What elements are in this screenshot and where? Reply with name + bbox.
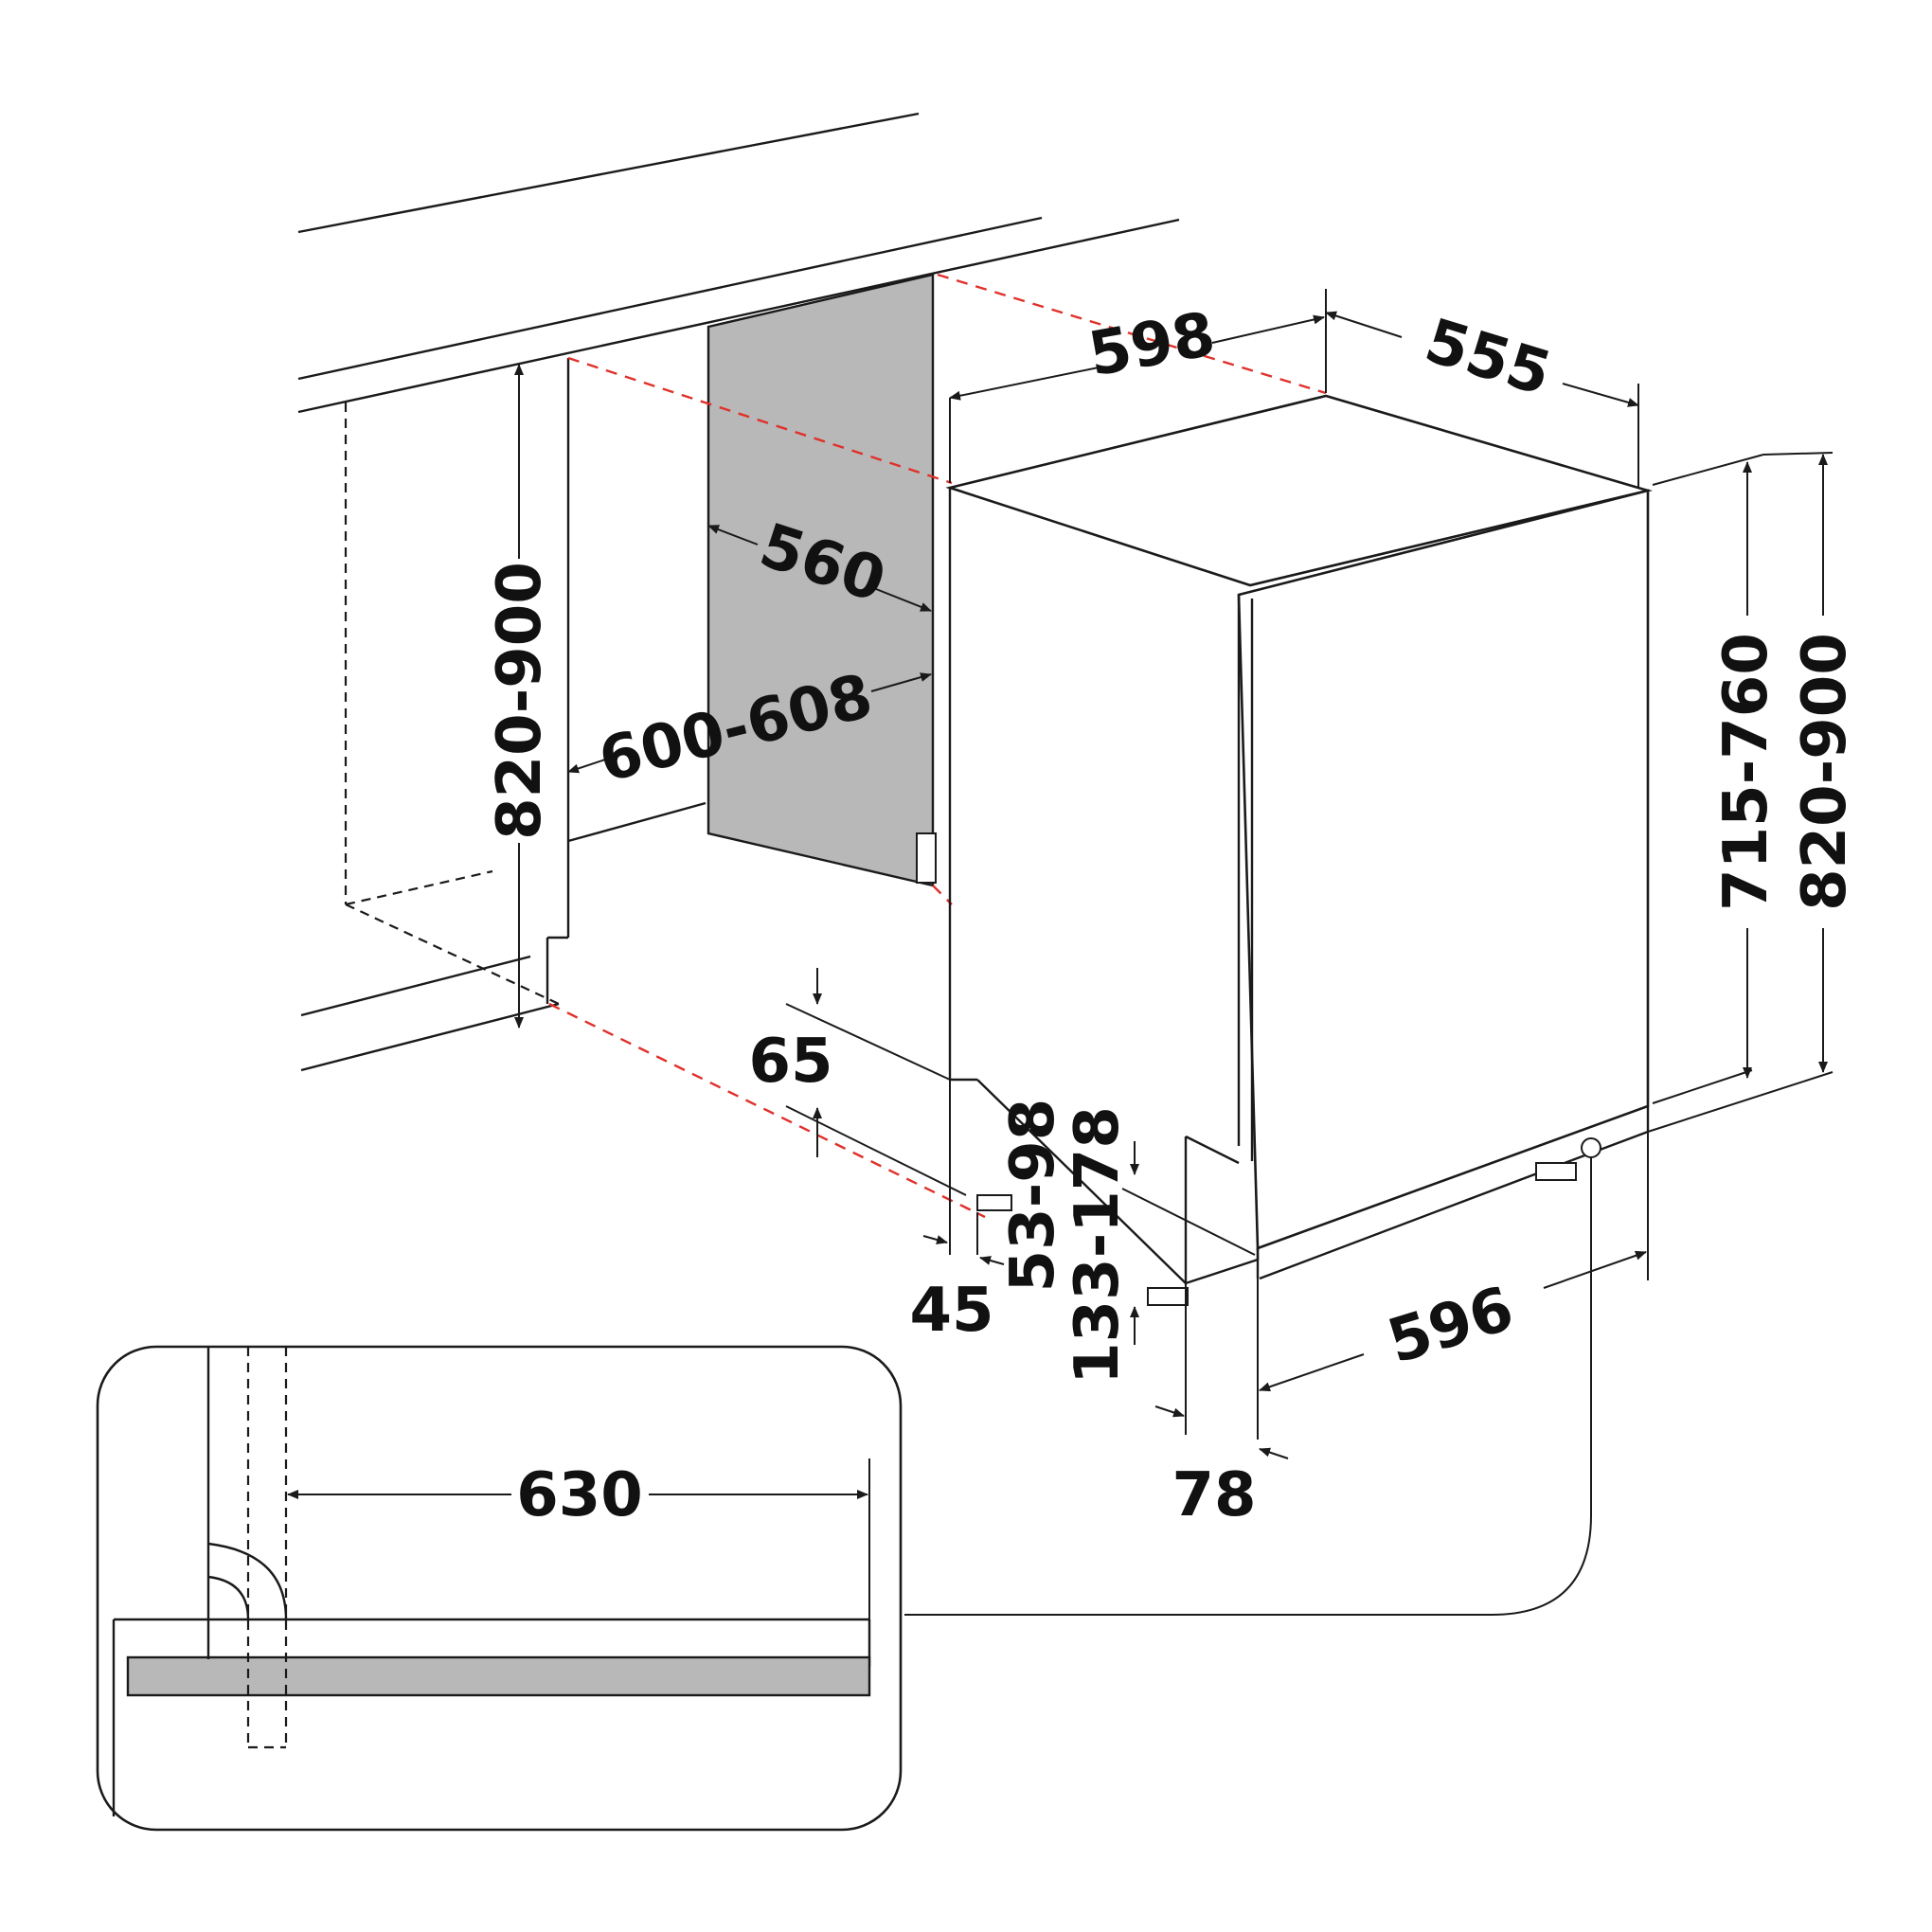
label-door-offset: 78: [1172, 1460, 1256, 1530]
label-feet-range: 53-98: [998, 1099, 1068, 1293]
cabinet-niche: [300, 358, 707, 1072]
label-depth-top: 555: [1417, 306, 1558, 410]
label-width-top: 598: [1083, 299, 1220, 390]
label-height-total: 820-900: [1790, 633, 1860, 911]
label-plinth: 65: [748, 1027, 832, 1097]
countertop: [297, 112, 1180, 414]
label-height-body: 715-760: [1711, 633, 1781, 911]
label-front-feet: 133-178: [1063, 1106, 1133, 1385]
panel-notch: [916, 832, 937, 884]
label-width-bottom: 596: [1380, 1274, 1521, 1378]
alignment-guides: [548, 273, 1327, 1219]
label-plinth-gap: 45: [909, 1276, 993, 1346]
countertop-section: [126, 1655, 871, 1697]
label-niche-height: 820-900: [485, 562, 555, 840]
dimension-lines: [514, 289, 1834, 1616]
label-inset-depth: 630: [516, 1460, 643, 1530]
dishwasher-body: [945, 394, 1654, 1306]
inset-detail: [96, 1345, 903, 1832]
